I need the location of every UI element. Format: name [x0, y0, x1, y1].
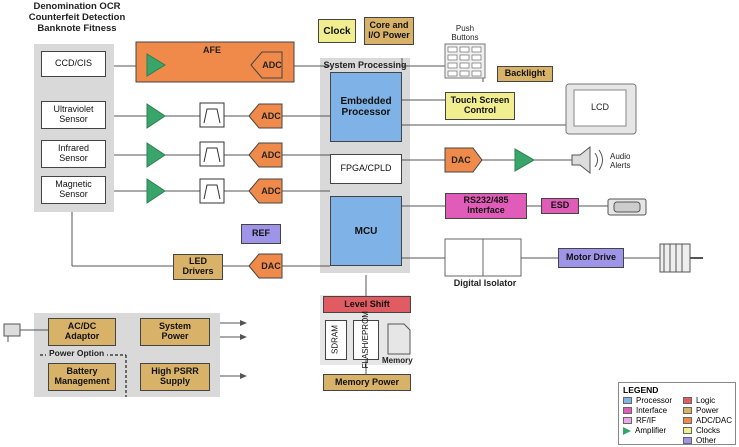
legend-item-label: Logic: [696, 396, 716, 405]
uv-adc-label: ADC: [261, 111, 281, 121]
legend-item: Amplifier: [623, 426, 666, 435]
legend-item: Power: [683, 406, 719, 415]
ccd-cis-sensor: CCD/CIS: [41, 51, 106, 77]
flash-eprom-block: FLASH/EPROM: [353, 311, 379, 369]
legend-item: RF/IF: [623, 416, 656, 425]
legend-swatch: [623, 417, 632, 424]
afe-adc-label: ADC: [262, 60, 282, 70]
system-processing-label: System Processing: [323, 60, 407, 70]
clock-block: Clock: [318, 19, 356, 43]
legend-item-label: Power: [696, 406, 719, 415]
legend-item: Processor: [623, 396, 672, 405]
power-option-label: Power Option: [46, 348, 108, 359]
legend-item: Interface: [623, 406, 667, 415]
legend-swatch: [623, 407, 632, 414]
legend-item-label: ADC/DAC: [696, 416, 733, 425]
legend-item-label: RF/IF: [636, 416, 656, 425]
fpga-cpld-block: FPGA/CPLD: [330, 154, 402, 184]
digital-isolator-label: Digital Isolator: [453, 278, 517, 288]
legend-item: Logic: [683, 396, 715, 405]
afe-label: AFE: [203, 45, 221, 55]
legend-item-label: Amplifier: [635, 426, 667, 435]
sdram-block: SDRAM: [325, 320, 347, 360]
ref-block: REF: [241, 224, 281, 244]
level-shift-block: Level Shift: [323, 296, 411, 313]
memory-label: Memory: [382, 356, 413, 365]
legend-item: Clocks: [683, 426, 720, 435]
legend-item-label: Other: [696, 436, 717, 445]
amplifier-icon: [623, 426, 631, 435]
mcu-block: MCU: [330, 196, 402, 266]
legend-item-label: Interface: [636, 406, 668, 415]
lcd-label: LCD: [590, 102, 609, 112]
led-dac-label: DAC: [261, 261, 281, 271]
legend-item: Other: [683, 436, 716, 445]
backlight-block: Backlight: [497, 66, 553, 82]
audio-dac-label: DAC: [451, 155, 471, 165]
legend-swatch: [683, 417, 692, 424]
memory-power-block: Memory Power: [323, 374, 411, 391]
legend-swatch: [683, 407, 692, 414]
legend-swatch: [683, 427, 692, 434]
legend-item-label: Clocks: [696, 426, 721, 435]
legend-item-label: Processor: [636, 396, 673, 405]
legend-title: LEGEND: [623, 385, 659, 395]
legend-swatch: [683, 437, 692, 444]
legend-swatch: [683, 397, 692, 404]
legend-swatch: [623, 397, 632, 404]
esd-block: ESD: [541, 198, 579, 214]
motor-drive-block: Motor Drive: [558, 248, 624, 268]
ir-adc-label: ADC: [261, 150, 281, 160]
legend-item: ADC/DAC: [683, 416, 732, 425]
mag-adc-label: ADC: [261, 186, 281, 196]
